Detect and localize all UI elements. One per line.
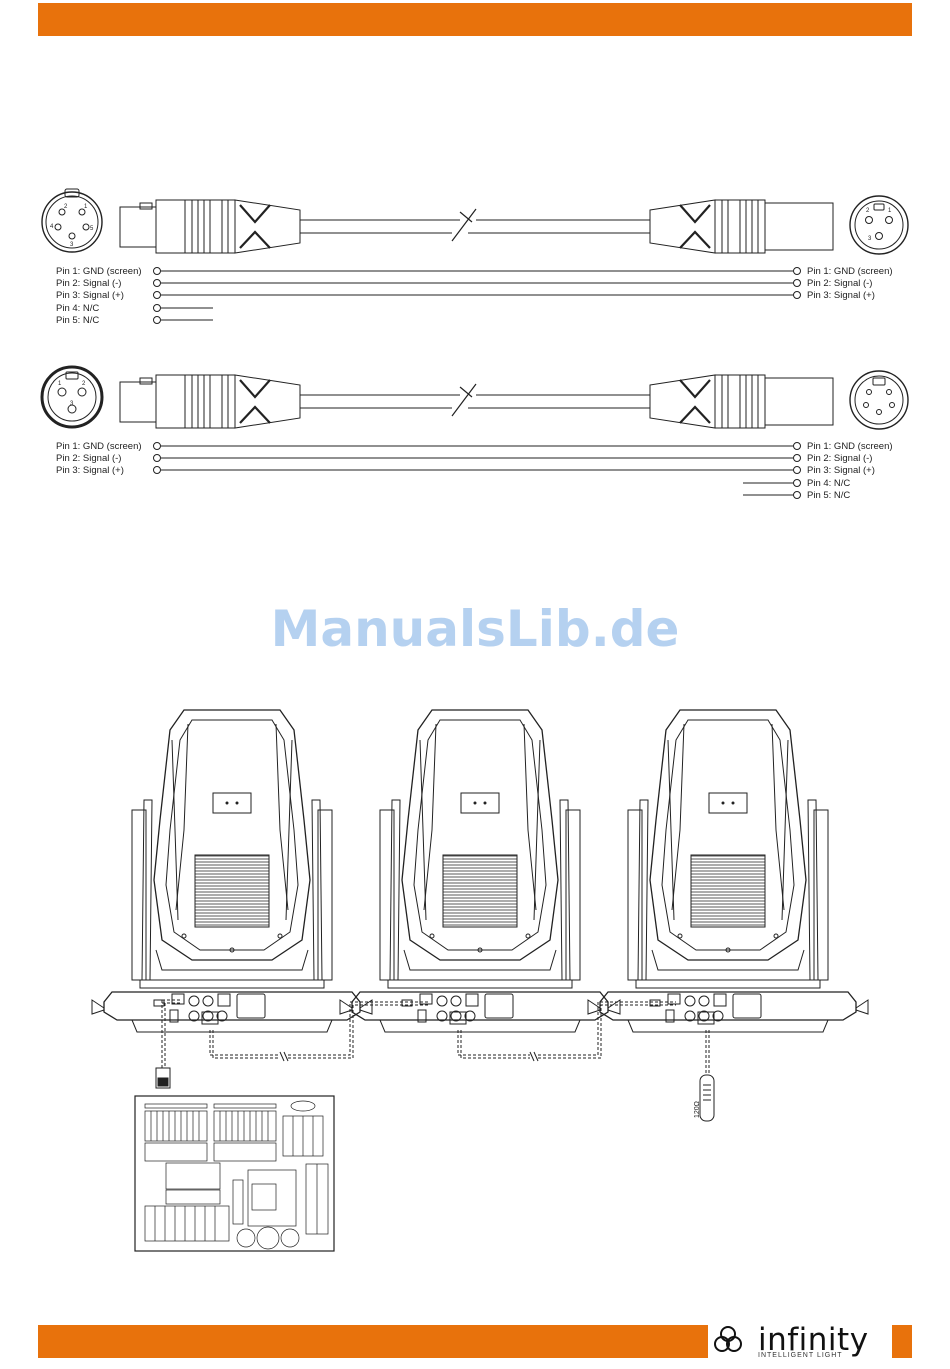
xlr-female-plug-icon bbox=[119, 199, 460, 254]
five-pin-number-3: 3 bbox=[70, 242, 74, 248]
five-pin-socket-face-icon: 2 1 3 4 5 bbox=[41, 188, 103, 253]
brand-logo-icon bbox=[714, 1326, 742, 1352]
footer-bar bbox=[38, 1325, 708, 1358]
footer-tab bbox=[892, 1325, 912, 1358]
moving-head-1-icon bbox=[91, 709, 373, 1033]
watermark: ManualsLib.de bbox=[270, 600, 680, 658]
cable2-right-pin-5: Pin 5: N/C bbox=[807, 490, 851, 501]
brand-name: infinity bbox=[758, 1322, 869, 1358]
three-pin-number-3: 3 bbox=[868, 236, 872, 242]
three-pin-number-1: 1 bbox=[888, 208, 892, 214]
cable1-left-pin-5: Pin 5: N/C bbox=[56, 315, 100, 326]
cable1-diagram: 2 1 3 4 5 bbox=[41, 188, 909, 324]
brand-tagline: INTELLIGENT LIGHT bbox=[758, 1352, 843, 1359]
moving-head-2-icon bbox=[339, 709, 621, 1033]
moving-head-3-icon bbox=[587, 709, 869, 1033]
dmx-plug-icon bbox=[697, 1011, 715, 1025]
cable2-right-pin-2: Pin 2: Signal (-) bbox=[807, 453, 873, 464]
three-pin-number-3: 3 bbox=[70, 401, 74, 407]
dmx-controller-icon bbox=[134, 1095, 335, 1252]
xlr-male-plug-icon bbox=[649, 199, 834, 254]
terminator-label: 120Ω bbox=[694, 1101, 701, 1118]
cable2-pin-wires bbox=[153, 442, 801, 499]
cable1-right-pin-1: Pin 1: GND (screen) bbox=[807, 266, 893, 277]
cable2-left-pin-1: Pin 1: GND (screen) bbox=[56, 441, 142, 452]
cable1-left-pin-1: Pin 1: GND (screen) bbox=[56, 266, 142, 277]
cable1-left-pin-4: Pin 4: N/C bbox=[56, 303, 100, 314]
header-bar bbox=[38, 3, 912, 36]
cable2-right-pin-3: Pin 3: Signal (+) bbox=[807, 465, 875, 476]
cable1-right-pin-2: Pin 2: Signal (-) bbox=[807, 278, 873, 289]
dmx-plug-icon bbox=[201, 1011, 219, 1025]
cable1-pin-wires bbox=[153, 267, 801, 324]
cable2-right-pin-1: Pin 1: GND (screen) bbox=[807, 441, 893, 452]
three-pin-plug-face-icon: 2 1 3 bbox=[849, 195, 909, 255]
five-pin-plug-face-icon bbox=[849, 370, 909, 430]
five-pin-number-5: 5 bbox=[90, 226, 94, 232]
cable2-right-pin-4: Pin 4: N/C bbox=[807, 478, 851, 489]
cable1-right-pin-3: Pin 3: Signal (+) bbox=[807, 290, 875, 301]
five-pin-number-2: 2 bbox=[64, 204, 68, 210]
five-pin-number-4: 4 bbox=[50, 224, 54, 230]
xlr-female-plug-icon bbox=[119, 374, 460, 429]
dmx-cables bbox=[161, 999, 710, 1075]
three-pin-socket-face-icon: 1 2 3 bbox=[40, 365, 104, 429]
cable1-left-pin-3: Pin 3: Signal (+) bbox=[56, 290, 124, 301]
dmx-plug-controller-icon bbox=[155, 1067, 171, 1089]
cable2-left-pin-2: Pin 2: Signal (-) bbox=[56, 453, 122, 464]
cable1-left-pin-2: Pin 2: Signal (-) bbox=[56, 278, 122, 289]
xlr-male-plug-icon bbox=[649, 374, 834, 429]
three-pin-number-1: 1 bbox=[58, 381, 62, 387]
cable2-left-pin-3: Pin 3: Signal (+) bbox=[56, 465, 124, 476]
cable2-diagram: 1 2 3 bbox=[40, 365, 909, 499]
dmx-terminator-icon bbox=[699, 1074, 715, 1122]
three-pin-number-2: 2 bbox=[866, 208, 870, 214]
dmx-plug-icon bbox=[449, 1011, 467, 1025]
three-pin-number-2: 2 bbox=[82, 381, 86, 387]
five-pin-number-1: 1 bbox=[84, 204, 88, 210]
